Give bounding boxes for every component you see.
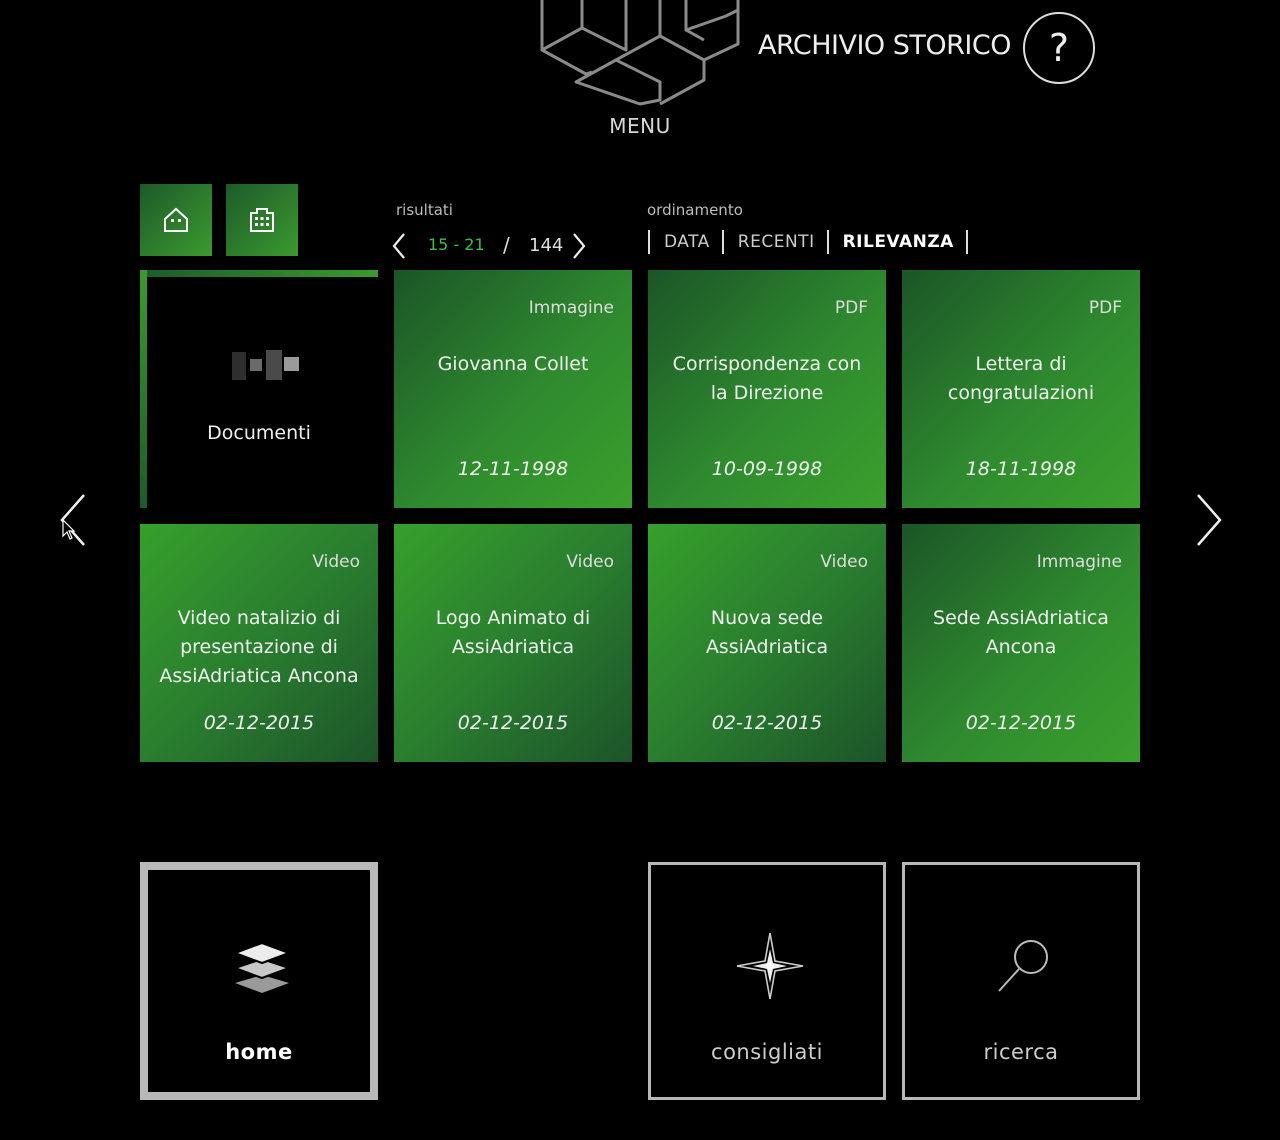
home-tile[interactable]: home	[140, 862, 378, 1100]
item-card[interactable]: Video Video natalizio di presentazione d…	[140, 524, 378, 762]
documents-icon	[232, 350, 299, 380]
item-date: 12-11-1998	[457, 458, 569, 480]
sort-divider	[648, 230, 650, 254]
item-date: 02-12-2015	[711, 712, 823, 734]
item-date: 02-12-2015	[965, 712, 1077, 734]
help-button[interactable]: ?	[1023, 12, 1095, 84]
category-card-left-bar	[140, 270, 147, 508]
menu-logo-icon[interactable]	[536, 0, 744, 108]
item-type: PDF	[1088, 298, 1122, 318]
item-date: 10-09-1998	[711, 458, 823, 480]
category-card-documenti[interactable]: Documenti	[140, 270, 378, 508]
star-compass-icon	[736, 932, 804, 1000]
item-type: PDF	[834, 298, 868, 318]
item-card[interactable]: Video Nuova sede AssiAdriatica 02-12-201…	[648, 524, 886, 762]
sort-bar: DATA RECENTI RILEVANZA	[648, 228, 968, 256]
item-date: 02-12-2015	[203, 712, 315, 734]
item-title: Nuova sede AssiAdriatica	[705, 607, 829, 658]
sort-option-data[interactable]: DATA	[664, 232, 710, 252]
item-title: Corrispondenza con la Direzione	[672, 353, 862, 404]
recommended-tile[interactable]: consigliati	[648, 862, 886, 1100]
results-label: risultati	[396, 201, 453, 219]
search-tile[interactable]: ricerca	[902, 862, 1140, 1100]
recommended-tile-label: consigliati	[711, 1040, 823, 1064]
mouse-cursor-icon	[62, 519, 76, 540]
item-title: Giovanna Collet	[437, 353, 589, 375]
item-card[interactable]: PDF Corrispondenza con la Direzione 10-0…	[648, 270, 886, 508]
layers-icon	[231, 941, 293, 993]
building-button[interactable]	[226, 184, 298, 256]
page-range: 15 - 21	[428, 235, 485, 254]
home-small-button[interactable]	[140, 184, 212, 256]
item-card[interactable]: Immagine Sede AssiAdriatica Ancona 02-12…	[902, 524, 1140, 762]
sort-divider	[721, 230, 724, 254]
item-title: Logo Animato di AssiAdriatica	[435, 607, 591, 658]
next-page-icon[interactable]	[570, 232, 588, 260]
prev-arrow-icon[interactable]	[56, 492, 90, 548]
search-icon	[998, 940, 1048, 992]
item-title: Sede AssiAdriatica Ancona	[933, 607, 1109, 658]
page-total: 144	[529, 235, 564, 256]
category-card-top-bar	[140, 270, 378, 277]
menu-label[interactable]: MENU	[609, 114, 671, 138]
prev-page-icon[interactable]	[390, 232, 408, 260]
item-type: Immagine	[528, 298, 614, 318]
item-title: Video natalizio di presentazione di Assi…	[159, 607, 359, 687]
building-icon	[250, 208, 274, 232]
sort-option-recenti[interactable]: RECENTI	[737, 232, 815, 252]
item-card[interactable]: PDF Lettera di congratulazioni 18-11-199…	[902, 270, 1140, 508]
item-title: Lettera di congratulazioni	[947, 353, 1095, 404]
next-arrow-icon[interactable]	[1192, 492, 1226, 548]
sort-divider	[965, 230, 968, 254]
item-date: 18-11-1998	[965, 458, 1077, 480]
item-type: Video	[312, 552, 360, 572]
item-date: 02-12-2015	[457, 712, 569, 734]
item-type: Video	[566, 552, 614, 572]
item-type: Immagine	[1036, 552, 1122, 572]
home-tile-label: home	[225, 1040, 293, 1064]
item-type: Video	[820, 552, 868, 572]
item-card[interactable]: Immagine Giovanna Collet 12-11-1998	[394, 270, 632, 508]
category-label: Documenti	[207, 422, 311, 444]
page-separator: /	[503, 233, 510, 257]
sort-option-rilevanza[interactable]: RILEVANZA	[842, 232, 954, 252]
app-title: ARCHIVIO STORICO	[758, 30, 1011, 61]
search-tile-label: ricerca	[983, 1040, 1059, 1064]
house-icon	[164, 207, 188, 232]
ordering-label: ordinamento	[647, 201, 743, 219]
item-card[interactable]: Video Logo Animato di AssiAdriatica 02-1…	[394, 524, 632, 762]
sort-divider	[826, 230, 829, 254]
